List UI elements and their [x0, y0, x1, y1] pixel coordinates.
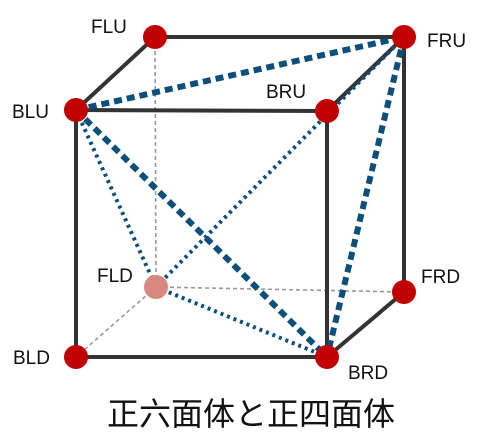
tetra-edge-BLU-BRD	[73, 107, 330, 360]
tetra-edge-BLU-FRU	[75, 34, 405, 113]
edge-BLU-BRU	[74, 108, 329, 113]
vertex-BRD	[315, 345, 339, 369]
vertex-BRU	[315, 99, 339, 123]
vertex-FLD	[144, 275, 168, 299]
edge-FRU-BRU	[325, 35, 406, 113]
label-BRU: BRU	[266, 82, 306, 103]
label-BLU: BLU	[12, 102, 49, 123]
vertex-FRD	[392, 280, 416, 304]
tetra-edge-BLU-FLD	[74, 109, 158, 288]
tetra-edge-BRD-FLD	[155, 285, 328, 359]
tetra-edge-FRU-BRD	[324, 36, 407, 358]
vertices	[64, 25, 416, 369]
edge-FLD-FRD	[155, 286, 405, 293]
tetra-edge-FRU-FLD	[154, 35, 406, 289]
edge-FLU-BLU	[74, 35, 157, 112]
label-FLD: FLD	[97, 266, 133, 287]
vertex-FLU	[143, 25, 167, 49]
vertex-BLU	[64, 98, 88, 122]
vertex-FRU	[392, 25, 416, 49]
label-BLD: BLD	[13, 348, 50, 369]
edge-FLD-BLD	[75, 286, 157, 358]
label-FLU: FLU	[91, 17, 127, 38]
vertex-labels: FLU FRU BLU BRU FLD FRD BLD BRD	[12, 17, 466, 384]
edge-FRD-BRD	[325, 290, 406, 359]
hidden-cube-edges	[75, 36, 405, 358]
label-FRD: FRD	[421, 267, 460, 288]
diagram-caption: 正六面体と正四面体	[107, 395, 395, 433]
tetrahedron-edges	[73, 34, 407, 360]
label-BRD: BRD	[348, 363, 388, 384]
edge-FLU-FLD	[154, 36, 157, 288]
label-FRU: FRU	[427, 31, 466, 52]
vertex-BLD	[64, 345, 88, 369]
visible-cube-edges	[74, 35, 406, 359]
